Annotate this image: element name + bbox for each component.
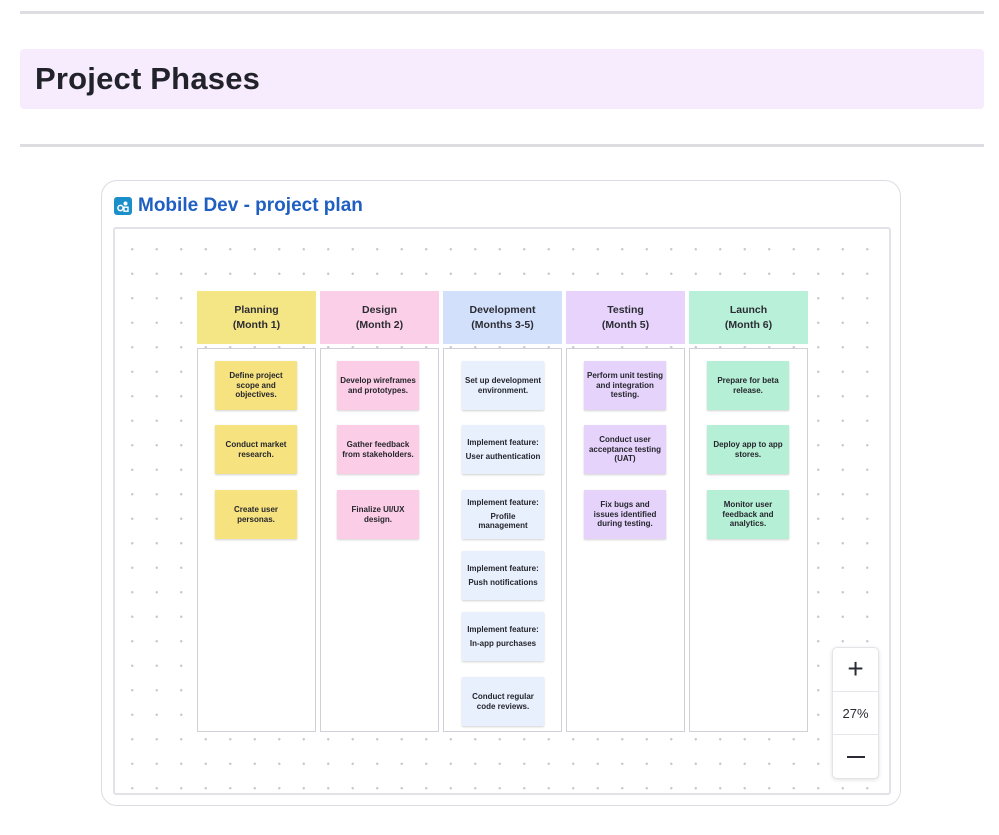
sticky-note-text: Develop wireframes and prototypes. — [340, 376, 416, 395]
column-period: (Month 6) — [724, 318, 773, 331]
page-title: Project Phases — [35, 61, 261, 96]
sticky-note-subtext: Profile management — [478, 511, 528, 531]
zoom-in-button[interactable]: + — [833, 648, 878, 692]
sticky-note-text: Gather feedback from stakeholders. — [342, 440, 414, 459]
whiteboard-embed: Mobile Dev - project plan Launch (Month 6… — [101, 180, 901, 806]
column-title: Design — [361, 303, 397, 316]
sticky-note-subtext: In-app purchases — [469, 638, 537, 648]
sticky-note[interactable]: Perform unit testing and integration tes… — [584, 361, 666, 410]
heading-block: Project Phases — [20, 49, 984, 109]
top-divider — [20, 11, 984, 14]
sticky-note[interactable]: Define project scope and objectives. — [215, 361, 297, 410]
sticky-note-text: Implement feature: — [467, 438, 539, 447]
sticky-note-text: Monitor user feedback and analytics. — [722, 500, 774, 529]
column-design: Design (Month 2) Develop wireframes and pr… — [320, 291, 439, 732]
sticky-note-text: Deploy app to app stores. — [713, 440, 783, 459]
sticky-note-text: Conduct user acceptance testing (UAT) — [588, 435, 662, 464]
sticky-note[interactable]: Implement feature: In-app purchases — [462, 612, 544, 661]
sticky-note-text: Set up development environment. — [465, 376, 542, 395]
sticky-note-text: Implement feature: — [467, 625, 539, 634]
column-planning: Planning (Month 1) Define project scope an… — [197, 291, 316, 732]
sticky-note[interactable]: Implement feature: User authentication — [462, 425, 544, 474]
column-body: Perform unit testing and integration tes… — [566, 348, 685, 732]
embed-title: Mobile Dev - project plan — [138, 195, 363, 216]
sticky-note-text: Finalize UI/UX design. — [351, 505, 405, 524]
sticky-note-text: Conduct market research. — [225, 440, 287, 459]
column-period: (Month 2) — [355, 318, 404, 331]
column-header[interactable]: Launch (Month 6) — [689, 291, 808, 344]
sticky-note[interactable]: Develop wireframes and prototypes. — [337, 361, 419, 410]
column-body: Set up development environment. Implement… — [443, 348, 562, 732]
sticky-note-text: Create user personas. — [233, 505, 279, 524]
sticky-note-text: Implement feature: — [467, 564, 539, 573]
sticky-note-text: Define project scope and objectives. — [229, 371, 283, 400]
sticky-note[interactable]: Monitor user feedback and analytics. — [707, 490, 789, 539]
column-body: Develop wireframes and prototypes. Gather… — [320, 348, 439, 732]
column-header[interactable]: Planning (Month 1) — [197, 291, 316, 344]
column-period: (Months 3-5) — [471, 318, 534, 331]
column-header[interactable]: Design (Month 2) — [320, 291, 439, 344]
sticky-note[interactable]: Conduct user acceptance testing (UAT) — [584, 425, 666, 474]
zoom-level: 27% — [842, 705, 869, 721]
sticky-note[interactable]: Deploy app to app stores. — [707, 425, 789, 474]
column-title: Development — [469, 303, 536, 316]
sticky-note-subtext: Push notifications — [468, 577, 538, 587]
column-header[interactable]: Testing (Month 5) — [566, 291, 685, 344]
sticky-note-text: Implement feature: — [467, 498, 539, 508]
sticky-note[interactable]: Finalize UI/UX design. — [337, 490, 419, 539]
sticky-note[interactable]: Conduct regular code reviews. — [462, 677, 544, 726]
whiteboard-app-icon — [114, 197, 132, 215]
sticky-note[interactable]: Implement feature: Profile management — [462, 490, 544, 539]
column-development: Development (Months 3-5) Set up developmen… — [443, 291, 562, 732]
zoom-out-button[interactable] — [833, 734, 878, 778]
section-divider — [20, 144, 984, 147]
column-period: (Month 1) — [232, 318, 281, 331]
sticky-note[interactable]: Gather feedback from stakeholders. — [337, 425, 419, 474]
whiteboard-canvas[interactable]: Launch (Month 6) Prepare for beta release.… — [113, 227, 891, 795]
sticky-note-subtext: User authentication — [465, 451, 541, 461]
zoom-controls: + 27% — [832, 647, 879, 779]
minus-icon — [846, 755, 865, 758]
sticky-note[interactable]: Conduct market research. — [215, 425, 297, 474]
column-testing: Testing (Month 5) Perform unit testing and… — [566, 291, 685, 732]
sticky-note[interactable]: Implement feature: Push notifications — [462, 551, 544, 600]
sticky-note-text: Conduct regular code reviews. — [472, 692, 534, 711]
sticky-note-text: Fix bugs and issues identified during te… — [593, 500, 657, 529]
column-title: Planning — [234, 303, 279, 316]
column-launch: Launch (Month 6) Prepare for beta release.… — [689, 291, 808, 732]
sticky-note[interactable]: Set up development environment. — [462, 361, 544, 410]
column-period: (Month 5) — [601, 318, 650, 331]
column-body: Define project scope and objectives. Cond… — [197, 348, 316, 732]
sticky-note[interactable]: Prepare for beta release. — [707, 361, 789, 410]
column-header[interactable]: Development (Months 3-5) — [443, 291, 562, 344]
sticky-note-text: Perform unit testing and integration tes… — [587, 371, 664, 400]
sticky-note-text: Prepare for beta release. — [717, 376, 779, 395]
sticky-note[interactable]: Fix bugs and issues identified during te… — [584, 490, 666, 539]
column-body: Prepare for beta release. Deploy app to a… — [689, 348, 808, 732]
embed-title-link[interactable]: Mobile Dev - project plan — [114, 193, 363, 219]
column-title: Launch — [729, 303, 768, 316]
sticky-note[interactable]: Create user personas. — [215, 490, 297, 539]
column-title: Testing — [607, 303, 644, 316]
